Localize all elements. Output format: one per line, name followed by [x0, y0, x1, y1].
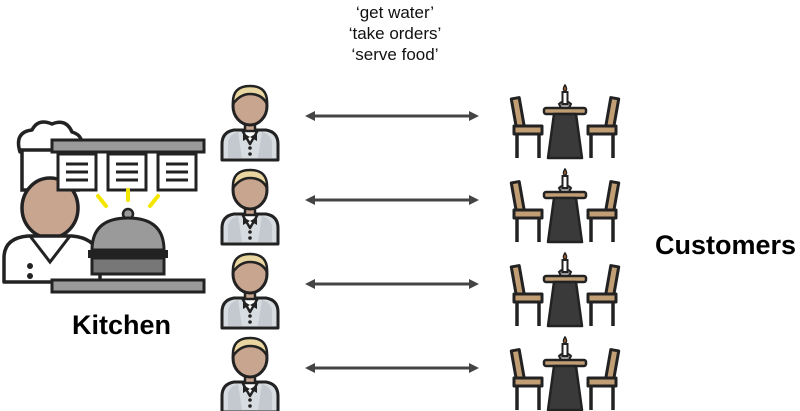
customers-label: Customers	[655, 230, 797, 260]
kitchen-label: Kitchen	[72, 310, 172, 340]
dining-table-icon	[509, 83, 621, 160]
waiter-icon	[220, 252, 280, 330]
action-get-water: ‘get water’	[355, 3, 435, 22]
waiter-icon	[220, 84, 280, 162]
dining-table-icon	[509, 335, 621, 411]
dining-table-icon	[509, 251, 621, 328]
action-serve-food: ‘serve food’	[351, 45, 439, 64]
dining-table-icon	[509, 167, 621, 244]
order-tickets-icon	[50, 138, 206, 192]
waiter-icon	[220, 336, 280, 411]
waiter-actions-list: ‘get water’ ‘take orders’ ‘serve food’	[300, 2, 490, 65]
food-cloche-icon	[50, 188, 206, 294]
action-take-orders: ‘take orders’	[348, 24, 442, 43]
waiter-icon	[220, 168, 280, 246]
